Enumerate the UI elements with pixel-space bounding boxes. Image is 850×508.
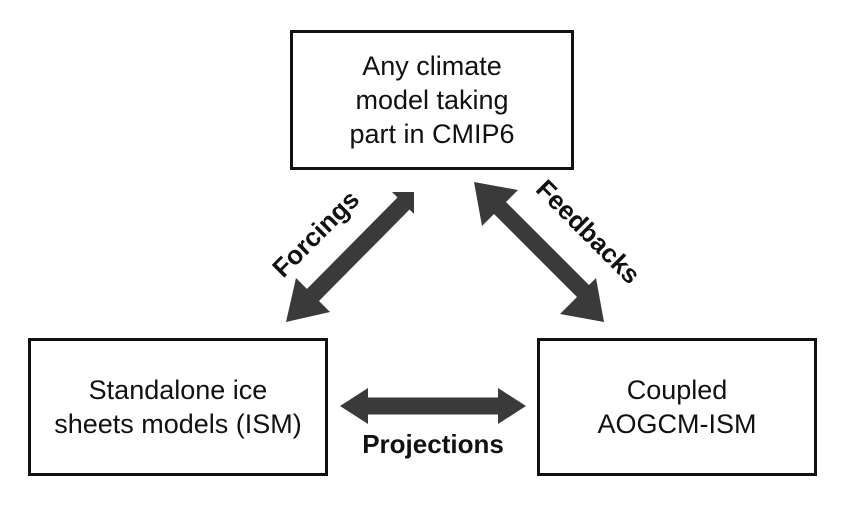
forcings-arrow: [286, 192, 414, 322]
coupled-aogcm-ism-box: Coupled AOGCM-ISM: [537, 338, 817, 476]
feedbacks-arrowhead-up: [474, 182, 518, 226]
standalone-ism-label: Standalone ice sheets models (ISM): [54, 375, 302, 439]
forcings-arrow-tail: [392, 192, 414, 214]
climate-model-box: Any climate model taking part in CMIP6: [290, 30, 574, 170]
feedbacks-arrow-shaft: [487, 195, 591, 299]
projections-arrow: [340, 388, 526, 424]
projections-arrowhead-right: [498, 388, 526, 424]
coupled-aogcm-ism-label: Coupled AOGCM-ISM: [597, 375, 757, 439]
standalone-ism-box: Standalone ice sheets models (ISM): [28, 338, 328, 476]
forcings-arrowhead: [286, 278, 330, 322]
feedbacks-label: Feedbacks: [530, 174, 646, 290]
feedbacks-arrow: [474, 182, 604, 322]
projections-arrowhead-left: [340, 388, 368, 424]
feedbacks-arrowhead-down: [560, 278, 604, 322]
projections-label: Projections: [362, 429, 504, 459]
climate-model-label: Any climate model taking part in CMIP6: [349, 51, 515, 149]
forcings-arrow-shaft: [299, 196, 412, 308]
